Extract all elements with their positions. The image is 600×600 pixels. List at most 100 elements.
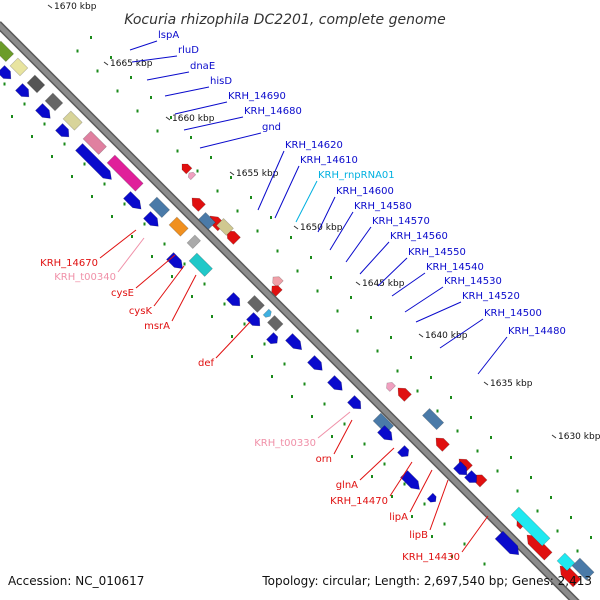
tick-mark	[456, 429, 459, 433]
forward-gene-arrow	[35, 103, 51, 119]
tick-mark	[90, 36, 92, 39]
tick-mark	[271, 375, 273, 378]
tick-mark	[376, 349, 379, 353]
forward-gene-arrow	[426, 492, 437, 503]
map-title: Kocuria rhizophila DC2201, complete geno…	[124, 12, 446, 28]
tick-mark	[536, 509, 539, 513]
leader-line	[377, 257, 408, 287]
tick-mark	[351, 455, 353, 458]
tick-mark	[3, 82, 6, 86]
tick-mark	[63, 142, 66, 146]
tick-mark	[576, 549, 579, 553]
scale-marker-label: 1650 kbp	[300, 223, 343, 233]
leader-line	[183, 116, 244, 131]
tick-mark	[496, 469, 499, 473]
tick-mark	[383, 462, 386, 466]
tick-mark	[71, 175, 73, 178]
tick-mark	[423, 502, 426, 506]
tick-mark	[251, 355, 253, 358]
tick-mark	[91, 195, 93, 198]
topology-text: Topology: circular; Length: 2,697,540 bp…	[262, 574, 592, 588]
feature-glyphs	[0, 40, 595, 588]
tick-mark	[210, 156, 212, 159]
gene-block	[571, 557, 595, 581]
tick-mark	[116, 89, 119, 93]
tick-mark	[156, 129, 159, 133]
gene-label: msrA	[144, 321, 170, 332]
tick-mark	[556, 529, 559, 533]
tick-mark	[431, 535, 433, 538]
gene-label: cysK	[129, 306, 153, 317]
backbone-inner	[0, 22, 578, 600]
tick-mark	[51, 155, 53, 158]
tick-mark	[231, 335, 233, 338]
scale-tick	[165, 116, 171, 121]
leader-line	[359, 241, 390, 275]
tick-mark	[43, 122, 46, 126]
gene-label: hisD	[210, 76, 232, 87]
tick-mark	[143, 222, 146, 226]
reverse-gene-arrow	[397, 387, 412, 402]
gene-label: dnaE	[190, 61, 215, 72]
leader-line	[404, 286, 444, 313]
leader-line	[199, 132, 262, 149]
tick-mark	[243, 322, 246, 326]
gene-label: lspA	[158, 30, 179, 41]
leader-line	[146, 71, 190, 81]
gene-block	[148, 196, 171, 219]
trna-gene-arrow	[386, 382, 396, 392]
tick-mark	[516, 489, 519, 493]
tick-mark	[170, 116, 172, 119]
tick-mark	[436, 409, 439, 413]
scale-marker-label: 1665 kbp	[110, 59, 153, 69]
leader-line	[174, 101, 228, 115]
reverse-gene-arrow	[191, 197, 206, 212]
tick-mark	[476, 449, 479, 453]
tick-mark	[183, 262, 186, 266]
tick-mark	[391, 495, 393, 498]
tick-mark	[530, 476, 532, 479]
leader-line	[345, 226, 372, 263]
forward-gene-arrow	[347, 395, 362, 410]
tick-mark	[363, 442, 366, 446]
scale-marker-label: 1630 kbp	[558, 432, 600, 442]
gene-label: KRH_14530	[444, 276, 502, 287]
leader-line	[215, 321, 251, 359]
forward-gene-arrow	[226, 292, 241, 307]
tick-mark	[410, 356, 412, 359]
tick-mark	[371, 475, 373, 478]
tick-mark	[111, 215, 113, 218]
gene-block	[82, 130, 107, 155]
tick-mark	[150, 96, 152, 99]
gene-label: KRH_14550	[408, 247, 466, 258]
leader-line	[257, 150, 285, 211]
leader-line	[295, 180, 318, 223]
tick-marks	[3, 36, 592, 566]
tick-mark	[283, 362, 286, 366]
scale-marker-label: 1635 kbp	[490, 379, 533, 389]
gene-label: rluD	[178, 45, 199, 56]
scale-tick	[229, 171, 235, 176]
gene-block	[247, 295, 265, 313]
tick-mark	[171, 275, 173, 278]
gene-block	[198, 212, 216, 230]
tick-mark	[190, 136, 192, 139]
leader-line	[409, 469, 433, 513]
gene-label: KRH_t00330	[254, 438, 316, 449]
forward-gene-arrow	[0, 65, 12, 80]
gene-label: KRH_14430	[402, 552, 460, 563]
tick-mark	[590, 536, 592, 539]
scale-marker-label: 1640 kbp	[425, 331, 468, 341]
tick-mark	[396, 369, 399, 373]
rna-gene-block	[556, 552, 576, 572]
forward-gene-arrow	[377, 425, 393, 441]
leader-line	[131, 55, 178, 63]
scale-tick	[418, 333, 424, 338]
tick-mark	[510, 456, 512, 459]
tick-mark	[323, 402, 326, 406]
forward-gene-arrow	[246, 312, 261, 327]
gene-label: KRH_14610	[300, 155, 358, 166]
tick-mark	[223, 302, 226, 306]
